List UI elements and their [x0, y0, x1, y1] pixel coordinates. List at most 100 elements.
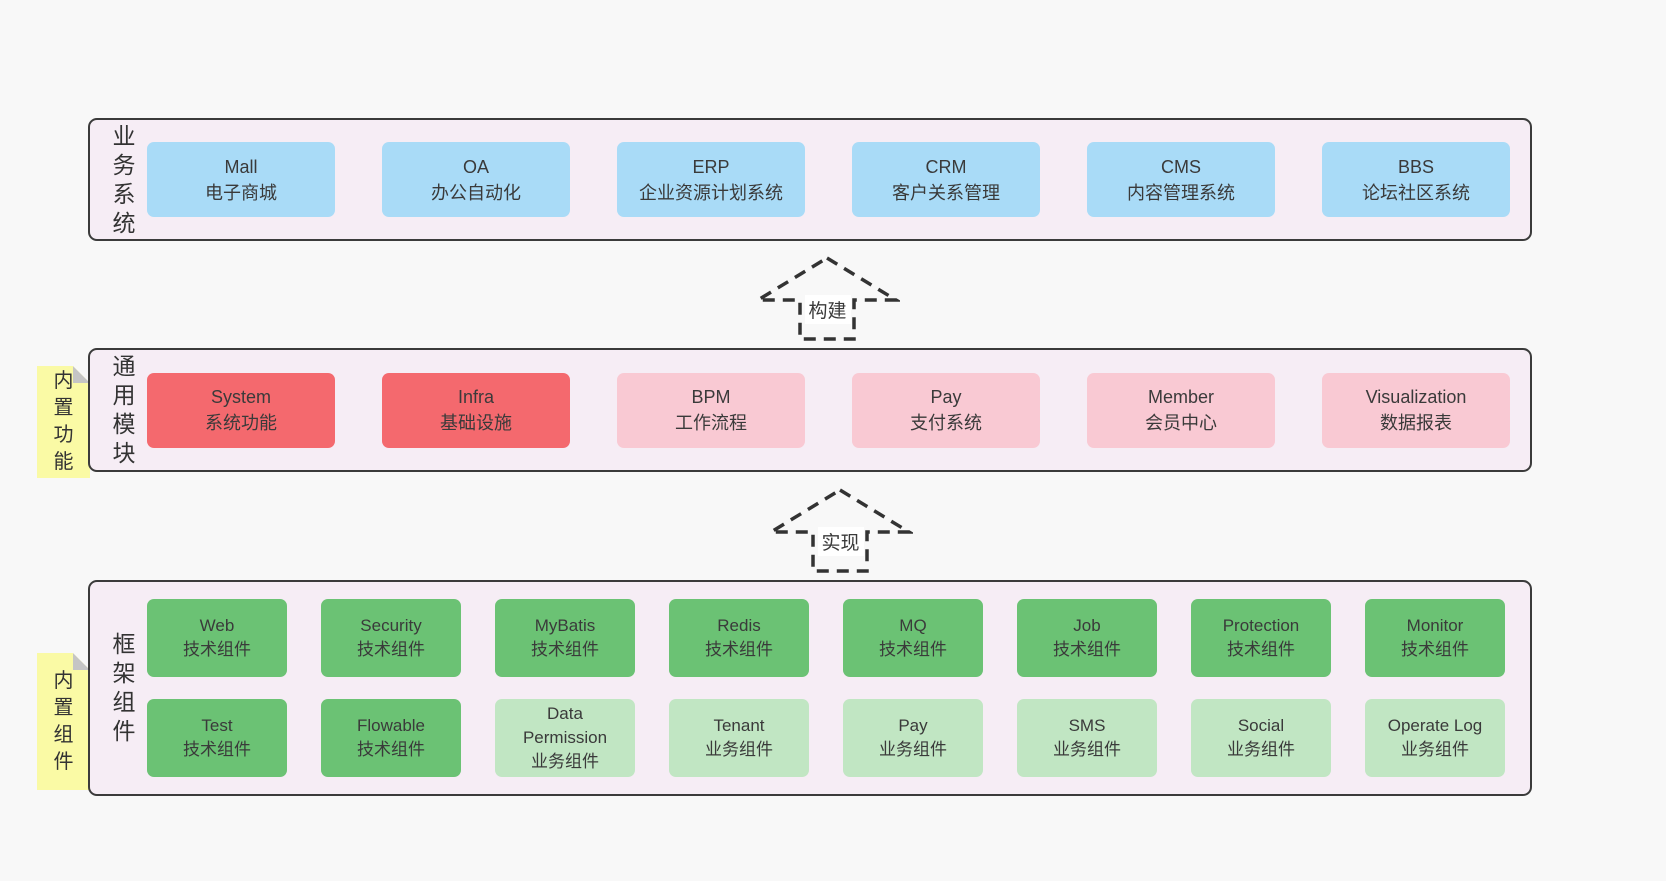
dashed-up-arrow-icon	[755, 255, 900, 341]
box-mq: MQ 技术组件	[843, 599, 983, 677]
business-boxes: Mall 电子商城 OA 办公自动化 ERP 企业资源计划系统 CRM 客户关系…	[147, 142, 1510, 217]
box-name: Security	[360, 616, 422, 635]
box-desc: 数据报表	[1380, 413, 1452, 433]
dashed-up-arrow-icon	[768, 487, 913, 573]
box-name: Redis	[717, 616, 761, 635]
framework-row-1: Web 技术组件 Security 技术组件 MyBatis 技术组件 Redi…	[147, 599, 1505, 677]
box-name: System	[210, 387, 271, 407]
box-system: System 系统功能	[147, 372, 335, 448]
box-operate-log: Operate Log 业务组件	[1365, 699, 1505, 777]
box-desc: 业务组件	[1401, 740, 1469, 759]
box-desc: 客户关系管理	[892, 182, 1000, 203]
box-job: Job 技术组件	[1017, 599, 1157, 677]
box-desc: 技术组件	[1227, 640, 1295, 659]
box-desc: 业务组件	[1227, 740, 1295, 759]
box-desc: 技术组件	[705, 640, 773, 659]
box-monitor: Monitor 技术组件	[1365, 599, 1505, 677]
box-cms: CMS 内容管理系统	[1087, 142, 1275, 217]
box-pay: Pay 支付系统	[852, 372, 1040, 448]
box-redis: Redis 技术组件	[669, 599, 809, 677]
box-name: Monitor	[1406, 616, 1464, 635]
box-desc: 支付系统	[910, 413, 982, 433]
box-name: Tenant	[713, 716, 765, 735]
box-name: Test	[201, 716, 233, 735]
box-name: Data Permission	[522, 704, 608, 747]
box-name: Operate Log	[1387, 716, 1483, 735]
box-data-permission: Data Permission 业务组件	[495, 699, 635, 777]
box-desc: 内容管理系统	[1127, 182, 1235, 203]
panel-common-modules: 通 用 模 块 System 系统功能 Infra 基础设施 BPM 工作流程 …	[88, 348, 1532, 472]
box-security: Security 技术组件	[321, 599, 461, 677]
box-desc: 工作流程	[675, 413, 747, 433]
tag-builtin-features: 内 置 功 能	[37, 366, 90, 478]
box-name: Social	[1237, 716, 1285, 735]
box-desc: 论坛社区系统	[1362, 182, 1470, 203]
box-protection: Protection 技术组件	[1191, 599, 1331, 677]
box-name: Protection	[1222, 616, 1300, 635]
box-tenant: Tenant 业务组件	[669, 699, 809, 777]
box-pay-biz: Pay 业务组件	[843, 699, 983, 777]
panel-framework-components: 框 架 组 件 Web 技术组件 Security 技术组件 MyBatis 技…	[88, 580, 1532, 796]
tag-text: 内 置 组 件	[53, 669, 74, 773]
box-name: BBS	[1397, 156, 1435, 177]
box-name: Visualization	[1365, 387, 1467, 407]
box-name: MQ	[899, 616, 927, 635]
box-desc: 会员中心	[1145, 413, 1217, 433]
box-desc: 技术组件	[1401, 640, 1469, 659]
box-name: Mall	[224, 156, 258, 177]
panel-business-systems: 业 务 系 统 Mall 电子商城 OA 办公自动化 ERP 企业资源计划系统 …	[88, 118, 1532, 241]
box-name: Web	[199, 616, 235, 635]
arrow-label-implement: 实现	[817, 527, 864, 556]
box-name: ERP	[692, 156, 730, 177]
box-name: CRM	[925, 156, 967, 177]
box-name: Job	[1073, 616, 1101, 635]
box-desc: 业务组件	[879, 740, 947, 759]
box-social: Social 业务组件	[1191, 699, 1331, 777]
box-name: Member	[1147, 387, 1214, 407]
box-oa: OA 办公自动化	[382, 142, 570, 217]
box-bpm: BPM 工作流程	[617, 372, 805, 448]
common-boxes: System 系统功能 Infra 基础设施 BPM 工作流程 Pay 支付系统…	[147, 372, 1510, 448]
box-desc: 技术组件	[357, 740, 425, 759]
box-name: MyBatis	[534, 616, 596, 635]
box-desc: 企业资源计划系统	[639, 182, 783, 203]
box-desc: 业务组件	[531, 752, 599, 771]
box-sms: SMS 业务组件	[1017, 699, 1157, 777]
box-desc: 技术组件	[183, 640, 251, 659]
band-label-framework-components: 框 架 组 件	[112, 631, 136, 744]
box-mybatis: MyBatis 技术组件	[495, 599, 635, 677]
box-name: OA	[462, 156, 489, 177]
box-desc: 办公自动化	[431, 182, 521, 203]
box-desc: 基础设施	[440, 413, 512, 433]
box-web: Web 技术组件	[147, 599, 287, 677]
box-flowable: Flowable 技术组件	[321, 699, 461, 777]
box-name: CMS	[1161, 156, 1201, 177]
tag-builtin-components: 内 置 组 件	[37, 653, 90, 790]
band-label-common-modules: 通 用 模 块	[112, 353, 136, 466]
framework-boxes: Web 技术组件 Security 技术组件 MyBatis 技术组件 Redi…	[147, 599, 1505, 777]
arrow-build: 构建	[755, 255, 900, 343]
band-label-business-systems: 业 务 系 统	[112, 122, 136, 236]
box-desc: 系统功能	[205, 413, 277, 433]
box-desc: 电子商城	[205, 182, 277, 203]
box-desc: 技术组件	[879, 640, 947, 659]
box-name: Pay	[930, 387, 962, 407]
box-name: Flowable	[356, 716, 426, 735]
tag-text: 内 置 功 能	[53, 370, 74, 473]
box-member: Member 会员中心	[1087, 372, 1275, 448]
box-infra: Infra 基础设施	[382, 372, 570, 448]
box-mall: Mall 电子商城	[147, 142, 335, 217]
box-desc: 业务组件	[1053, 740, 1121, 759]
arrow-implement: 实现	[768, 487, 913, 575]
box-name: SMS	[1068, 716, 1106, 735]
box-bbs: BBS 论坛社区系统	[1322, 142, 1510, 217]
box-visualization: Visualization 数据报表	[1322, 372, 1510, 448]
framework-row-2: Test 技术组件 Flowable 技术组件 Data Permission …	[147, 699, 1505, 777]
box-crm: CRM 客户关系管理	[852, 142, 1040, 217]
box-desc: 技术组件	[183, 740, 251, 759]
box-name: Pay	[898, 716, 928, 735]
box-desc: 技术组件	[531, 640, 599, 659]
arrow-label-build: 构建	[804, 295, 851, 324]
box-desc: 技术组件	[1053, 640, 1121, 659]
